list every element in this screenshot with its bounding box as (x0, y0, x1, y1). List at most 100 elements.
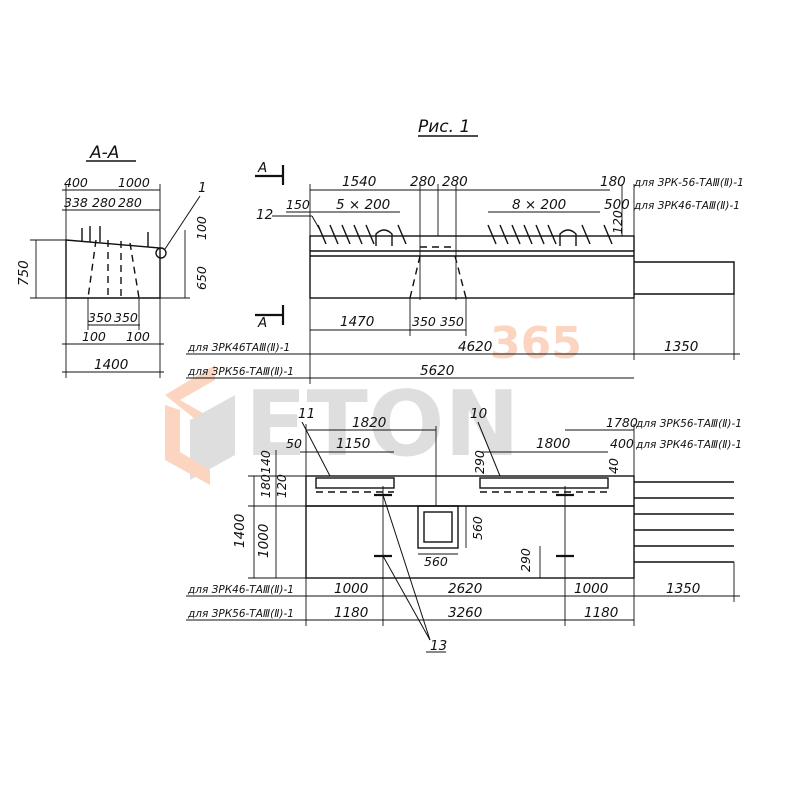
plan-opening-inner (423, 511, 453, 543)
dim-8x200: 8 × 200 (512, 197, 566, 213)
dim-400: 400 (64, 175, 88, 190)
dim-5620: 5620 (420, 363, 454, 379)
embedded-plate-11 (315, 477, 395, 489)
rebar (397, 224, 407, 245)
dim-280: 280 (118, 195, 142, 210)
watermark-brand: ETON (245, 372, 520, 477)
dim-560: 560 (470, 516, 485, 540)
dim-1400: 1400 (94, 357, 128, 373)
dim-1780: 1780 (606, 415, 638, 430)
variant-label: для ЗРК46-ТАⅢ(Ⅱ)-1 (633, 200, 740, 212)
front-view: А А (186, 160, 744, 384)
dim-180: 180 (600, 174, 626, 190)
dim-350: 350 (114, 310, 138, 325)
callout-11: 11 (298, 406, 315, 422)
block-extension (634, 261, 735, 295)
callout-13: 13 (430, 638, 447, 654)
hole-hidden (409, 255, 421, 299)
dim-100: 100 (194, 216, 209, 240)
dim-280: 280 (92, 195, 116, 210)
rebar (547, 224, 557, 245)
watermark-logo: ETON 365 (165, 318, 582, 485)
rebar (499, 224, 509, 245)
dim-400: 400 (610, 436, 634, 451)
rebar (487, 224, 497, 245)
hole-hidden (454, 255, 467, 299)
figure-title: Рис. 1 (418, 117, 470, 137)
variant-label: для ЗРК56-ТАⅢ(Ⅱ)-1 (187, 366, 294, 378)
dim-1180: 1180 (334, 605, 368, 621)
variant-label: для ЗРК46ТАⅢ(Ⅱ)-1 (187, 342, 290, 354)
dim-350: 350 (440, 314, 464, 329)
plan-opening (417, 505, 459, 549)
dim-350: 350 (412, 314, 436, 329)
variant-label: для ЗРК46-ТАⅢ(Ⅱ)-1 (635, 439, 742, 451)
dim-1470: 1470 (340, 314, 374, 330)
embedded-plate-10 (479, 477, 609, 489)
rebar (603, 224, 613, 245)
dim-100: 100 (126, 329, 150, 344)
callout-leader (477, 421, 501, 477)
callout-leader (382, 555, 431, 641)
dim-1350: 1350 (666, 581, 700, 597)
dim-1000: 1000 (256, 524, 272, 558)
rebar (535, 224, 545, 245)
callout-leader (382, 494, 431, 641)
variant-label: для ЗРК56-ТАⅢ(Ⅱ)-1 (635, 418, 742, 430)
dim-290: 290 (472, 450, 487, 474)
extension-bars (634, 481, 734, 563)
dim-290: 290 (518, 548, 533, 572)
detail-circle (155, 247, 167, 259)
dim-140: 140 (258, 450, 273, 474)
dim-500: 500 (604, 197, 630, 213)
rebar (523, 224, 533, 245)
plan-view: 13 11 10 1820 50 1150 1800 1780 400 для … (186, 406, 742, 654)
dim-40: 40 (606, 458, 621, 474)
rebar (511, 224, 521, 245)
section-title: А-А (89, 143, 119, 163)
plan-top-strip (305, 475, 635, 507)
dim-3260: 3260 (448, 605, 482, 621)
callout-10: 10 (470, 406, 487, 422)
callout-leader (311, 215, 321, 231)
callout-12: 12 (256, 207, 273, 223)
section-a-a: А-А 1 400 1000 338 280 280 100 650 (16, 143, 209, 378)
dim-50: 50 (286, 436, 302, 451)
watermark-number: 365 (490, 318, 582, 369)
dim-338: 338 (64, 195, 88, 210)
section-hidden-line (129, 242, 140, 299)
dim-4620: 4620 (458, 339, 492, 355)
dim-350: 350 (88, 310, 112, 325)
dim-280: 280 (442, 174, 468, 190)
variant-label: для ЗРК46-ТАⅢ(Ⅱ)-1 (187, 584, 294, 596)
dim-1400: 1400 (232, 514, 248, 548)
dim-1150: 1150 (336, 436, 370, 452)
rebar (341, 224, 351, 245)
cut-mark-top: А (257, 160, 267, 176)
cut-mark-bottom: А (257, 315, 267, 331)
dim-120: 120 (274, 474, 289, 498)
dim-1180: 1180 (584, 605, 618, 621)
callout-leader (164, 195, 201, 250)
dim-1000: 1000 (574, 581, 608, 597)
section-body (65, 239, 161, 299)
dim-120: 120 (610, 210, 625, 234)
dim-560: 560 (424, 554, 448, 569)
dim-650: 650 (194, 266, 209, 290)
dim-180: 180 (258, 474, 273, 498)
block-body (309, 235, 635, 299)
dim-2620: 2620 (448, 581, 482, 597)
dim-280: 280 (410, 174, 436, 190)
rebar (365, 224, 375, 245)
dim-5x200: 5 × 200 (336, 197, 390, 213)
rebar (329, 224, 339, 245)
dim-1820: 1820 (352, 415, 386, 431)
callout-1: 1 (198, 180, 207, 196)
callout-leader (301, 421, 331, 477)
dim-150: 150 (286, 197, 310, 212)
rebar-set-right (487, 224, 613, 246)
rebar (353, 224, 363, 245)
dim-1800: 1800 (536, 436, 570, 452)
variant-label: для ЗРК-56-ТАⅢ(Ⅱ)-1 (633, 177, 744, 189)
